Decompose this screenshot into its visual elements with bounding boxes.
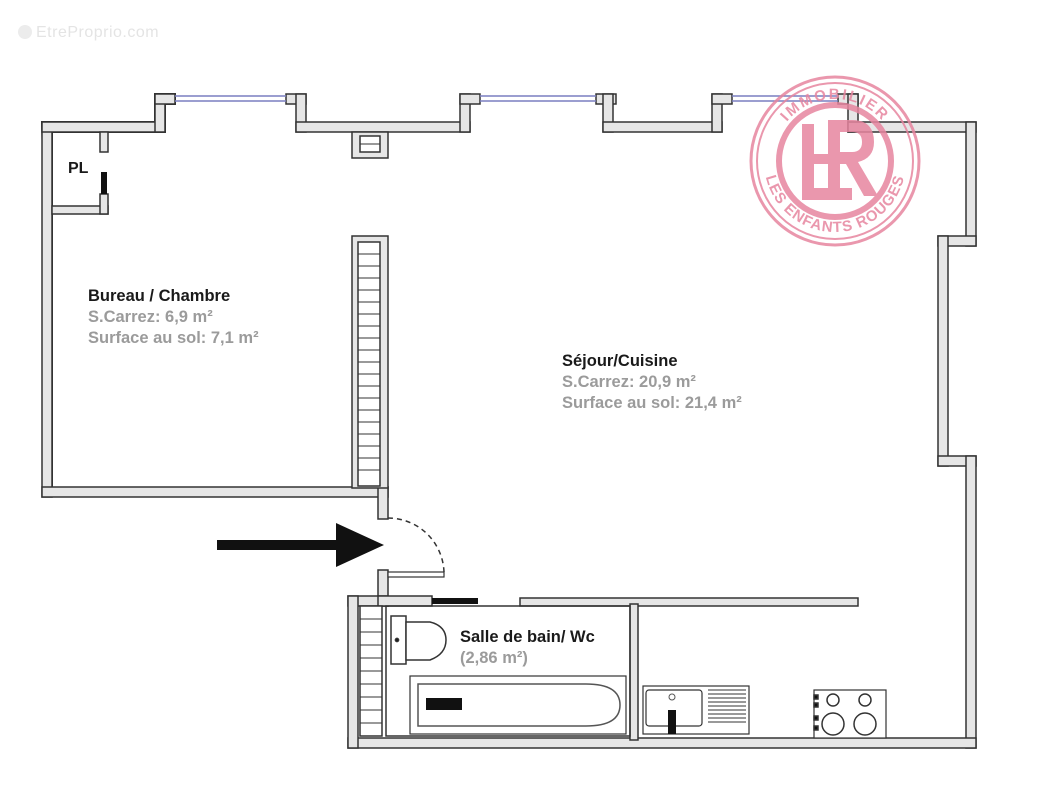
bathroom-wardrobe-strip	[359, 605, 631, 737]
room-area: (2,86 m²)	[460, 649, 528, 667]
entrance-door	[387, 517, 445, 578]
watermark-icon	[18, 25, 32, 39]
room-label-bureau: Bureau / Chambre S.Carrez: 6,9 m² Surfac…	[88, 286, 259, 349]
kitchen-sink-icon	[642, 685, 750, 735]
toilet-icon	[390, 615, 447, 665]
wall-segments	[41, 93, 977, 749]
closet-label: PL	[68, 160, 89, 177]
wardrobe-strip	[351, 235, 389, 489]
room-label-bathroom: Salle de bain/ Wc (2,86 m²)	[460, 627, 595, 669]
room-name: Séjour/Cuisine	[562, 352, 678, 370]
agency-logo: IMMOBILIER LES ENFANTS ROUGES	[749, 75, 921, 247]
room-name: Bureau / Chambre	[88, 287, 231, 305]
watermark: EtreProprio.com	[18, 24, 159, 42]
room-surface: Surface au sol: 7,1 m²	[88, 329, 259, 347]
entrance-arrow-icon	[217, 523, 384, 567]
room-carrez: S.Carrez: 6,9 m²	[88, 308, 213, 326]
room-carrez: S.Carrez: 20,9 m²	[562, 373, 696, 391]
room-name: Salle de bain/ Wc	[460, 628, 595, 646]
bathtub-icon	[409, 675, 627, 735]
windows	[175, 95, 838, 102]
room-label-sejour: Séjour/Cuisine S.Carrez: 20,9 m² Surface…	[562, 351, 742, 414]
stove-icon	[813, 689, 887, 739]
room-surface: Surface au sol: 21,4 m²	[562, 394, 742, 412]
